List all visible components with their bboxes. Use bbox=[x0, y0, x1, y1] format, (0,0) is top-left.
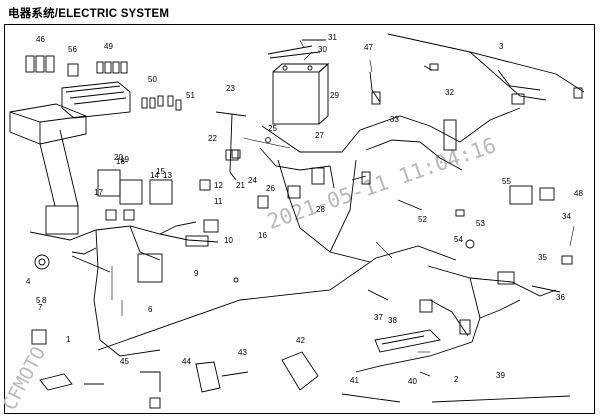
callout-32: 32 bbox=[445, 88, 454, 97]
callout-6: 6 bbox=[148, 305, 153, 314]
callout-45: 45 bbox=[120, 357, 129, 366]
callout-53: 53 bbox=[476, 219, 485, 228]
callout-49: 49 bbox=[104, 42, 113, 51]
callout-22: 22 bbox=[208, 134, 217, 143]
callout-21: 21 bbox=[236, 181, 245, 190]
callout-25: 25 bbox=[268, 124, 277, 133]
callout-47: 47 bbox=[364, 43, 373, 52]
callout-8: 8 bbox=[42, 296, 47, 305]
callout-37: 37 bbox=[374, 313, 383, 322]
fuse-relay-box-group bbox=[9, 55, 182, 235]
callout-56: 56 bbox=[68, 45, 77, 54]
callout-44: 44 bbox=[182, 357, 191, 366]
callout-38: 38 bbox=[388, 316, 397, 325]
callout-40: 40 bbox=[408, 377, 417, 386]
battery-group bbox=[267, 39, 330, 125]
main-harness-top bbox=[387, 33, 585, 105]
callout-52: 52 bbox=[418, 215, 427, 224]
callout-17: 17 bbox=[94, 188, 103, 197]
callout-26: 26 bbox=[266, 184, 275, 193]
callout-1: 1 bbox=[66, 335, 71, 344]
callout-34: 34 bbox=[562, 212, 571, 221]
callout-48: 48 bbox=[574, 189, 583, 198]
callout-leaders bbox=[111, 39, 575, 353]
callout-36: 36 bbox=[556, 293, 565, 302]
page-title: 电器系统/ELECTRIC SYSTEM bbox=[8, 8, 170, 20]
callout-39: 39 bbox=[496, 371, 505, 380]
callout-10: 10 bbox=[224, 236, 233, 245]
callout-46: 46 bbox=[36, 35, 45, 44]
chassis-harness bbox=[225, 107, 521, 263]
callout-29: 29 bbox=[330, 91, 339, 100]
callout-5: 5 bbox=[36, 296, 41, 305]
rear-harness-assembly bbox=[355, 119, 573, 377]
callout-27: 27 bbox=[315, 131, 324, 140]
callout-50: 50 bbox=[148, 75, 157, 84]
callout-55: 55 bbox=[502, 177, 511, 186]
callout-24: 24 bbox=[248, 176, 257, 185]
callout-23: 23 bbox=[226, 84, 235, 93]
callout-42: 42 bbox=[296, 336, 305, 345]
left-harness bbox=[29, 169, 457, 357]
callout-13: 13 bbox=[163, 171, 172, 180]
callout-28: 28 bbox=[316, 205, 325, 214]
callout-labels: 1234567891011121314151617181920212223242… bbox=[26, 33, 583, 386]
callout-18: 18 bbox=[116, 157, 125, 166]
callout-16: 16 bbox=[258, 231, 267, 240]
callout-41: 41 bbox=[350, 376, 359, 385]
callout-30: 30 bbox=[318, 45, 327, 54]
callout-4: 4 bbox=[26, 277, 31, 286]
callout-33: 33 bbox=[390, 115, 399, 124]
callout-7: 7 bbox=[38, 303, 43, 312]
callout-2: 2 bbox=[454, 375, 459, 384]
callout-43: 43 bbox=[238, 348, 247, 357]
callout-15: 15 bbox=[156, 167, 165, 176]
bottom-loose-parts bbox=[31, 71, 571, 409]
callout-54: 54 bbox=[454, 235, 463, 244]
diagram-frame bbox=[4, 24, 595, 414]
callout-35: 35 bbox=[538, 253, 547, 262]
callout-19: 19 bbox=[120, 155, 129, 164]
callout-31: 31 bbox=[328, 33, 337, 42]
callout-51: 51 bbox=[186, 91, 195, 100]
callout-12: 12 bbox=[214, 181, 223, 190]
callout-11: 11 bbox=[214, 197, 223, 206]
callout-3: 3 bbox=[499, 42, 504, 51]
callout-20: 20 bbox=[114, 153, 123, 162]
callout-9: 9 bbox=[194, 269, 199, 278]
callout-14: 14 bbox=[150, 171, 159, 180]
